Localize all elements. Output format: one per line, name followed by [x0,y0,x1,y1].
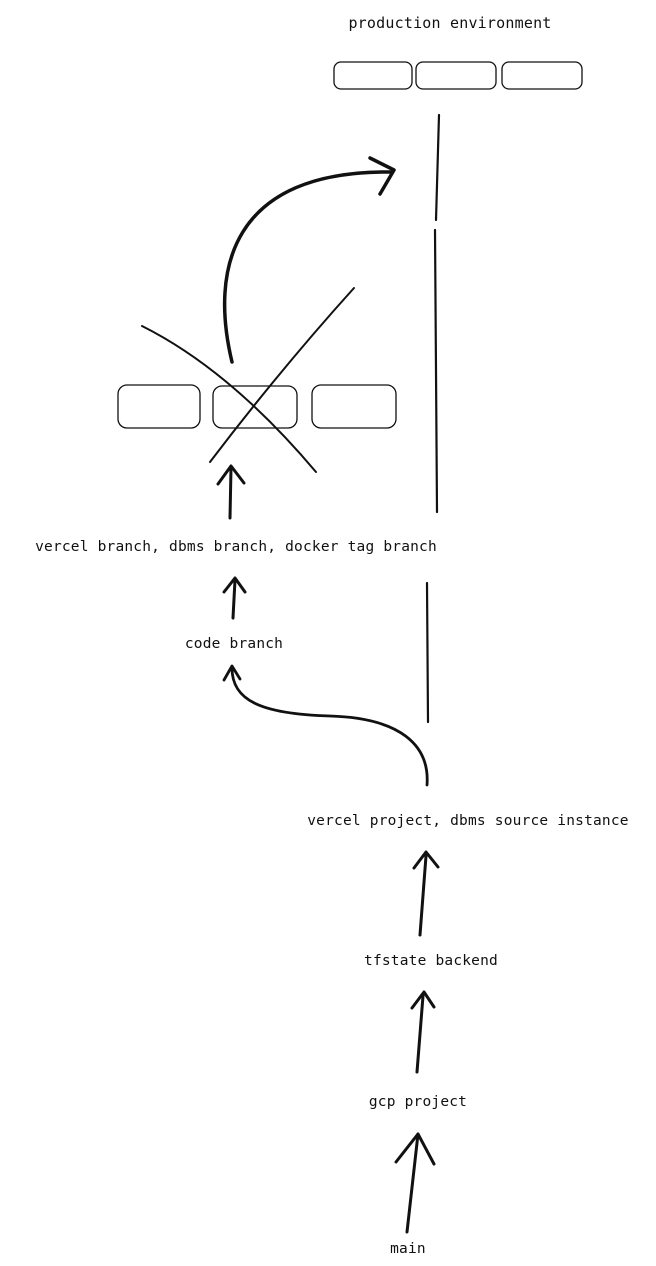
tfstate-backend-label: tfstate backend [364,953,498,969]
divider-line-upper-a [434,113,441,222]
arrow-to-code-branch [230,666,429,787]
branch-resources-label: vercel branch, dbms branch, docker tag b… [35,539,437,555]
arrow-up-to-branch-resources [231,578,237,620]
arrow-up-to-vercel-project-head [412,850,440,870]
arrow-to-code-branch-head [222,664,242,682]
vercel-project-label: vercel project, dbms source instance [307,813,628,829]
main-label: main [390,1241,426,1257]
arrow-up-to-branch-resources-head [222,576,247,594]
arrow-to-production-head [368,156,396,196]
production-box-3 [501,61,583,90]
arrow-up-to-gcp-project [405,1132,420,1234]
branch-box-1 [117,384,201,429]
production-box-1 [333,61,413,90]
branch-box-3 [311,384,397,429]
arrow-to-production [222,170,394,364]
code-branch-label: code branch [185,636,283,652]
divider-line-lower [425,581,430,724]
arrow-up-to-gcp-project-head [394,1132,436,1166]
crossout-line-b [209,287,355,463]
production-environment-label: production environment [348,14,551,32]
arrow-up-to-vercel-project [418,854,428,937]
arrow-up-to-tfstate-head [410,990,436,1010]
production-environment-boxes [333,61,583,90]
production-box-2 [415,61,497,90]
branch-boxes [117,384,397,429]
divider-line-upper-b [433,228,439,514]
arrow-up-to-branch-boxes [228,466,233,520]
gcp-project-label: gcp project [369,1094,467,1110]
crossout-line-a [141,325,317,473]
arrow-up-to-tfstate [415,994,425,1074]
arrow-up-to-branch-boxes-head [216,464,246,486]
